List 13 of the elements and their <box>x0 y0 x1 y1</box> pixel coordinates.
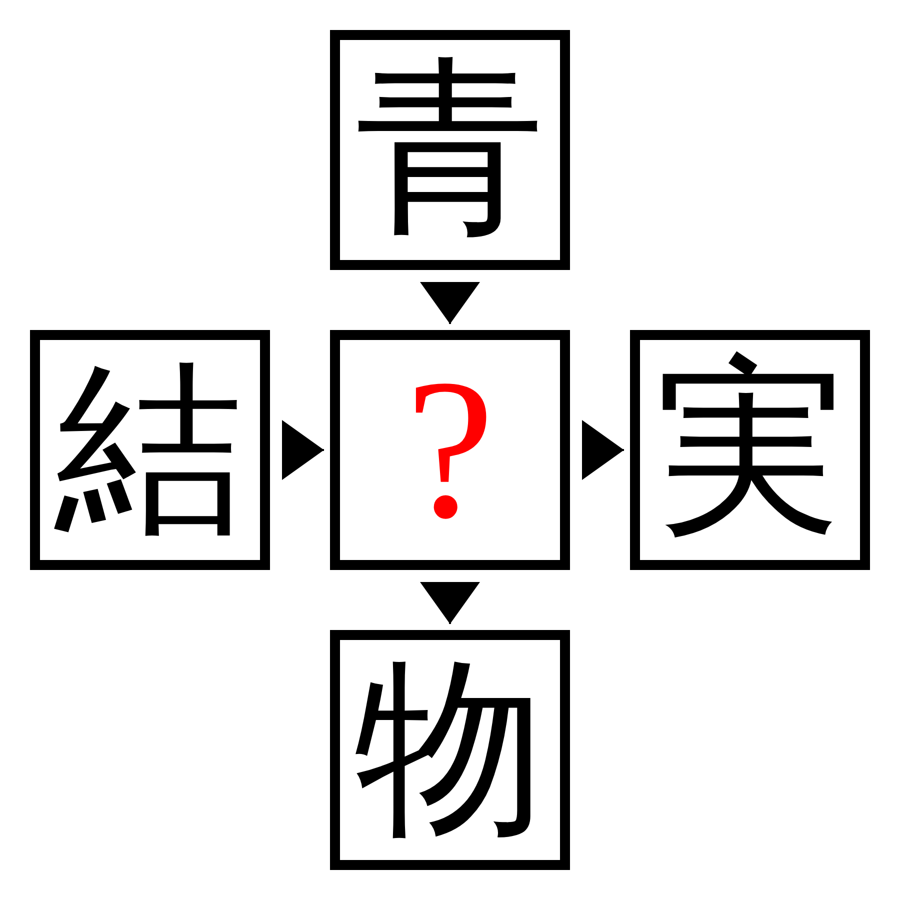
character-box <box>330 630 570 870</box>
kanji-character: 結 <box>55 355 245 545</box>
arrow <box>582 420 624 480</box>
character-box <box>630 330 870 570</box>
arrow <box>420 582 480 624</box>
arrow <box>282 420 324 480</box>
question-mark: ? <box>406 350 494 550</box>
character-box <box>330 330 570 570</box>
arrow <box>420 282 480 324</box>
character-box <box>30 330 270 570</box>
kanji-character: 青 <box>355 55 545 245</box>
character-box <box>330 30 570 270</box>
kanji-character: 物 <box>355 655 545 845</box>
